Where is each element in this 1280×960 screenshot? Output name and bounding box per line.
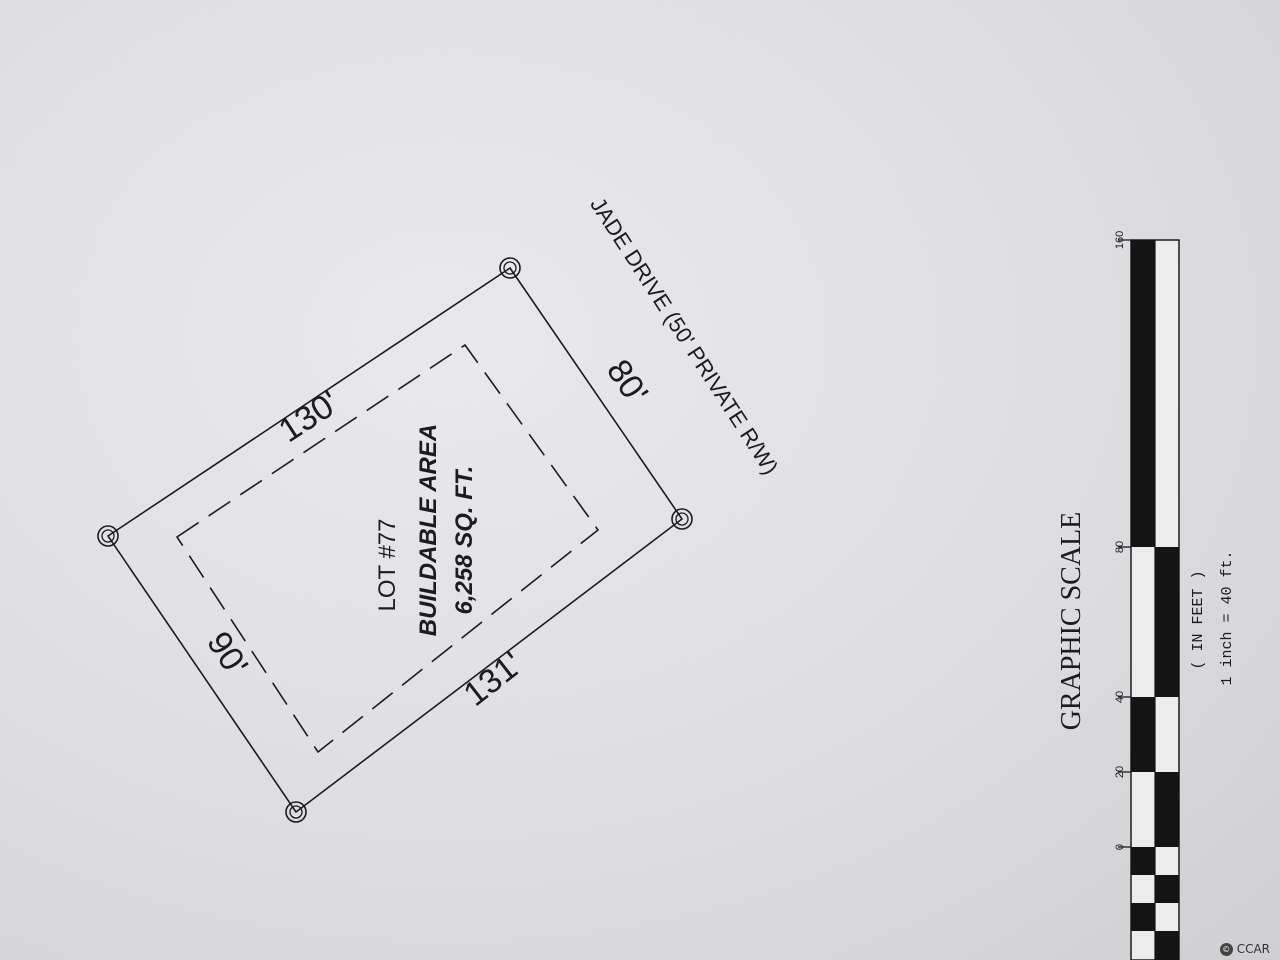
corner-marker (285, 801, 307, 823)
scale-segment (1155, 772, 1179, 847)
scale-segment (1131, 847, 1155, 875)
corner-marker (671, 508, 693, 530)
buildable-area-outline (175, 343, 600, 754)
buildable-area-label: BUILDABLE AREA (415, 424, 442, 636)
watermark: © CCAR (1219, 942, 1270, 956)
corner-marker (499, 257, 521, 279)
scale-tick-label: 160 (1114, 231, 1126, 249)
buildable-area-size: 6,258 SQ. FT. (451, 466, 478, 615)
scale-segment (1155, 547, 1179, 697)
scale-segment (1131, 697, 1155, 772)
scale-title: GRAPHIC SCALE (1056, 512, 1087, 731)
road-label: JADE DRIVE (50' PRIVATE R/W) (585, 193, 783, 479)
copyright-icon: © (1219, 942, 1233, 956)
graphic-scale: GRAPHIC SCALE ( IN FEET ) 1 inch = 40 ft… (1056, 231, 1236, 960)
scale-units: ( IN FEET ) (1190, 570, 1207, 669)
scale-segment (1131, 903, 1155, 931)
scale-tick-label: 0 (1114, 844, 1126, 850)
lot-label: LOT #77 (374, 519, 401, 612)
corner-marker (97, 525, 119, 547)
dimension-top: 130' (272, 384, 346, 450)
scale-segment (1131, 240, 1155, 547)
lot-boundary (106, 266, 684, 814)
dimension-left: 90' (199, 625, 255, 683)
scale-tick-label: 20 (1114, 766, 1126, 778)
scale-tick-label: 80 (1114, 541, 1126, 553)
dimension-right: 80' (599, 353, 655, 411)
scale-tick-label: 40 (1114, 691, 1126, 703)
scale-segment (1155, 875, 1179, 903)
scale-ratio: 1 inch = 40 ft. (1219, 550, 1236, 685)
scale-segment (1155, 931, 1179, 960)
watermark-text: CCAR (1236, 942, 1270, 956)
dimension-bottom: 131' (457, 645, 530, 714)
